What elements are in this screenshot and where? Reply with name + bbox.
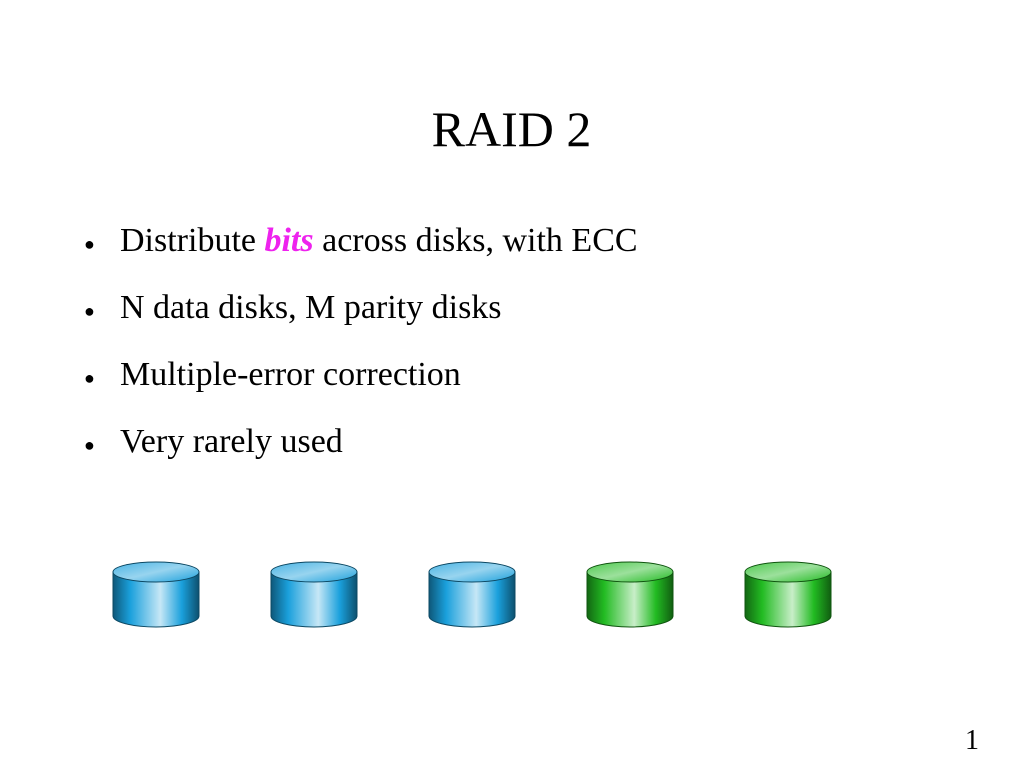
page-number: 1 — [965, 725, 979, 756]
bullet-text: Distribute bits across disks, with ECC — [120, 216, 638, 266]
bullet-icon: ● — [84, 301, 95, 321]
bullet-text-post: across disks, with ECC — [313, 222, 638, 259]
disk-icon — [744, 561, 832, 628]
parity-disk-icon — [742, 560, 834, 630]
bullet-icon: ● — [84, 368, 95, 388]
bullet-text-pre: Distribute — [120, 222, 265, 259]
disk-icon — [586, 561, 674, 628]
bullet-icon: ● — [84, 435, 95, 455]
bullet-text: Multiple-error correction — [120, 356, 461, 393]
disk-icon — [428, 561, 516, 628]
slide-title: RAID 2 — [431, 101, 592, 157]
parity-disk-icon — [584, 560, 676, 630]
bullet-text: Very rarely used — [120, 423, 343, 460]
data-disk-icon — [268, 560, 360, 630]
data-disk-icon — [426, 560, 518, 630]
disk-icon — [270, 561, 358, 628]
disk-icon — [112, 561, 200, 628]
highlighted-word: bits — [264, 222, 314, 259]
bullet-icon: ● — [84, 234, 95, 254]
data-disk-icon — [110, 560, 202, 630]
disk-row — [110, 560, 840, 630]
bullet-text: N data disks, M parity disks — [120, 289, 502, 326]
